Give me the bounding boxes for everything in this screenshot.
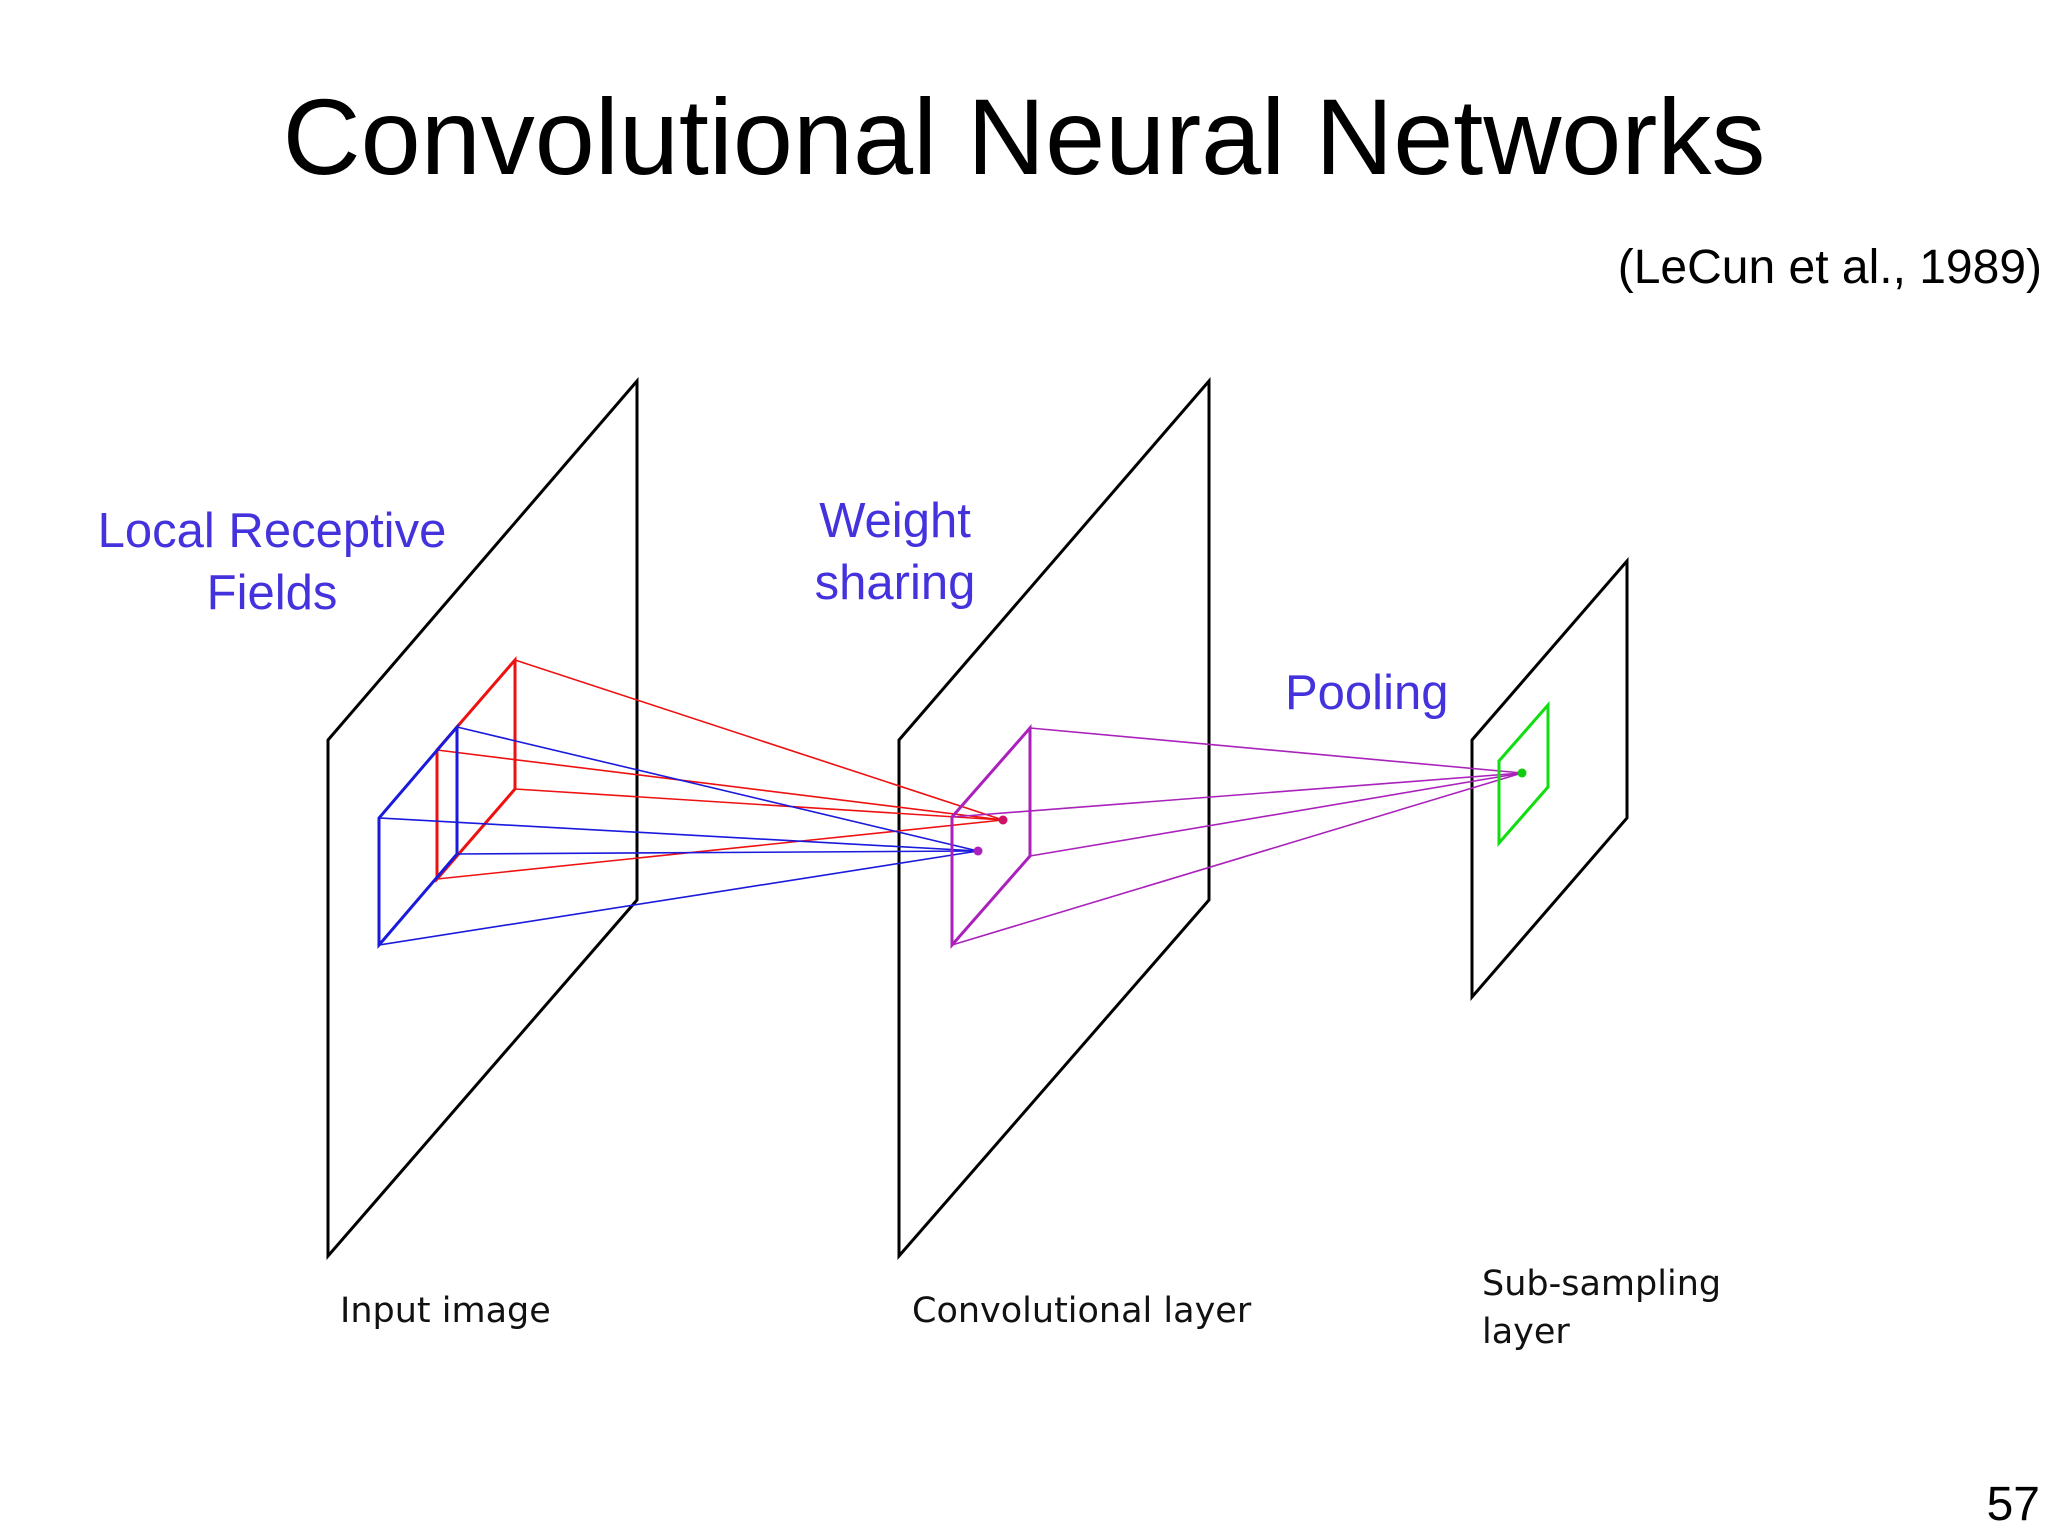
convolution-window <box>950 724 1523 949</box>
annotation-line: sharing <box>814 556 976 610</box>
weight-sharing-label: Weight sharing <box>795 490 995 614</box>
annotation-line: Fields <box>206 566 338 620</box>
annotation-line: Pooling <box>1285 666 1449 720</box>
local-receptive-fields-label: Local Receptive Fields <box>92 500 452 624</box>
annotation-line: Weight <box>819 494 971 548</box>
annotation-line: Local Receptive <box>97 504 447 558</box>
citation: (LeCun et al., 1989) <box>1617 241 2042 294</box>
convolutional-layer-plane <box>897 376 1211 1261</box>
layer-label-line: layer <box>1482 1312 1570 1352</box>
subsampling-layer-plane <box>1470 556 1629 1002</box>
convolutional-layer-label: Convolutional layer <box>912 1287 1251 1335</box>
input-image-label: Input image <box>340 1287 551 1335</box>
page-number: 57 <box>1986 1478 2040 1531</box>
slide-title: Convolutional Neural Networks <box>282 76 1766 197</box>
pooling-unit-dot <box>1517 768 1527 778</box>
layer-label-line: Input image <box>340 1291 551 1331</box>
layer-label-line: Convolutional layer <box>912 1291 1252 1331</box>
input-image-plane <box>326 376 639 1261</box>
receptive-field-red <box>435 655 1004 884</box>
subsampling-layer-label: Sub-sampling layer <box>1482 1260 1721 1356</box>
receptive-field-blue <box>377 722 979 950</box>
pooling-label: Pooling <box>1285 662 1448 724</box>
pooling-window <box>1497 701 1550 847</box>
convolution-unit-dot <box>973 846 983 856</box>
convolution-unit-dot <box>998 815 1008 825</box>
layer-label-line: Sub-sampling <box>1482 1264 1722 1304</box>
